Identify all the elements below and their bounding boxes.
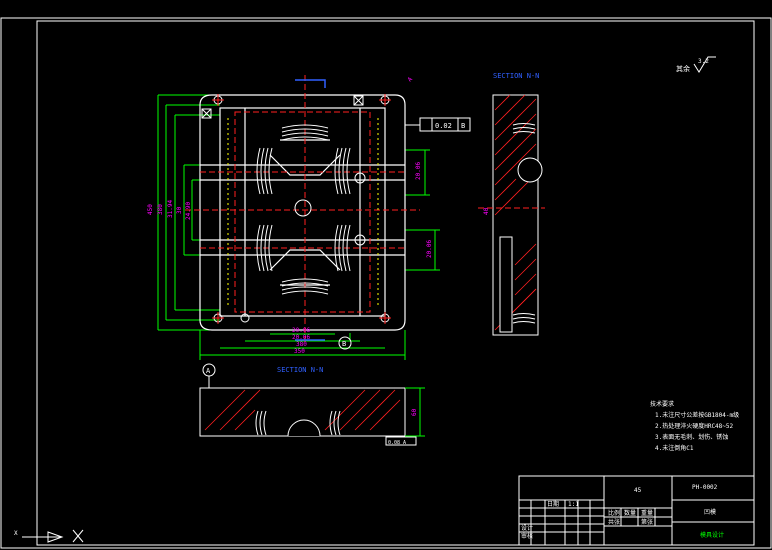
plan-view: 450 380 31.94 30 24.90 20.06 20.06 380 3…	[147, 75, 471, 374]
flatness-frame: 0.02 B	[405, 117, 471, 132]
dim-right-view: 40	[483, 207, 490, 215]
ucs-x-label: X	[14, 530, 18, 537]
notes-title: 技术要求	[650, 400, 674, 408]
dim-left-380: 380	[157, 204, 164, 215]
note-1: 1.未注尺寸公差按GB1804-m级	[655, 411, 739, 419]
title-material: 45	[634, 487, 642, 494]
title-school: 模具设计	[700, 531, 724, 539]
datum-a-label: A	[206, 367, 211, 375]
hatch-marks	[227, 118, 379, 305]
dimension-lines-bottom	[199, 330, 406, 360]
technical-notes: 技术要求 1.未注尺寸公差按GB1804-m级 2.热处理淬火硬度HRC48~5…	[650, 400, 739, 452]
dim-bottom-2006b: 20.06	[292, 334, 310, 341]
roughness-symbol: 其余 3.2	[676, 56, 716, 73]
dim-right-2006b: 20.06	[426, 240, 433, 258]
title-part-name: 凹模	[704, 508, 716, 516]
drawing-frame	[0, 17, 772, 549]
roughness-value: 3.2	[698, 58, 709, 65]
dim-bottom-350: 350	[294, 348, 305, 355]
dim-left-450: 450	[147, 204, 154, 215]
flatness-value: 0.02	[435, 122, 452, 130]
note-3: 3.表面无毛刺、划伤、锈蚀	[655, 433, 728, 441]
title-cell-5: 重量	[641, 509, 653, 517]
title-block	[518, 475, 755, 546]
dimension-lines-right	[405, 149, 440, 271]
dim-bottom-380: 380	[296, 341, 307, 348]
title-cell-1: 审核	[521, 532, 533, 540]
plate-outline	[199, 94, 406, 331]
title-scale: 1:1	[568, 501, 579, 508]
title-cell-7: 第张	[641, 518, 653, 526]
section-label-right: SECTION N-N	[493, 72, 539, 80]
dim-left-30: 30	[176, 206, 183, 214]
roughness-prefix: 其余	[676, 64, 690, 73]
dim-left-2490: 24.90	[185, 202, 192, 220]
title-cell-0: 设计	[521, 524, 533, 532]
dim-bottom-2006a: 20.06	[292, 327, 310, 334]
cavity-hidden-lines	[185, 75, 420, 345]
corner-squares	[201, 95, 364, 119]
datum-b-marker: B	[338, 336, 352, 350]
plan-view-marker: A	[406, 76, 414, 84]
title-cell-3: 比例	[608, 509, 620, 517]
spring-coils	[256, 124, 351, 295]
section-cut-markers	[295, 79, 326, 341]
title-cell-2: 日期	[547, 500, 559, 508]
note-ref: 0.08 A	[388, 440, 406, 446]
note-2: 2.热处理淬火硬度HRC48~52	[655, 422, 734, 430]
ucs-icon	[22, 529, 84, 543]
flatness-datum: B	[461, 122, 465, 130]
dim-right-2006a: 20.06	[415, 162, 422, 180]
title-cell-6: 共张	[608, 518, 620, 526]
hole-crosses	[212, 94, 391, 324]
title-drawing-no: PH-0002	[692, 484, 718, 491]
datum-b-label: B	[342, 340, 346, 348]
title-cell-4: 数量	[624, 509, 636, 517]
dim-section-height: 60	[411, 408, 418, 416]
bottom-section-view: 60 A 0.08 A	[199, 363, 425, 446]
holes	[213, 95, 390, 323]
dim-left-3194: 31.94	[167, 200, 174, 218]
right-section-view: 40 SECTION N-N	[478, 72, 545, 336]
section-label-main: SECTION N-N	[277, 366, 323, 374]
note-4: 4.未注倒角C1	[655, 444, 694, 452]
